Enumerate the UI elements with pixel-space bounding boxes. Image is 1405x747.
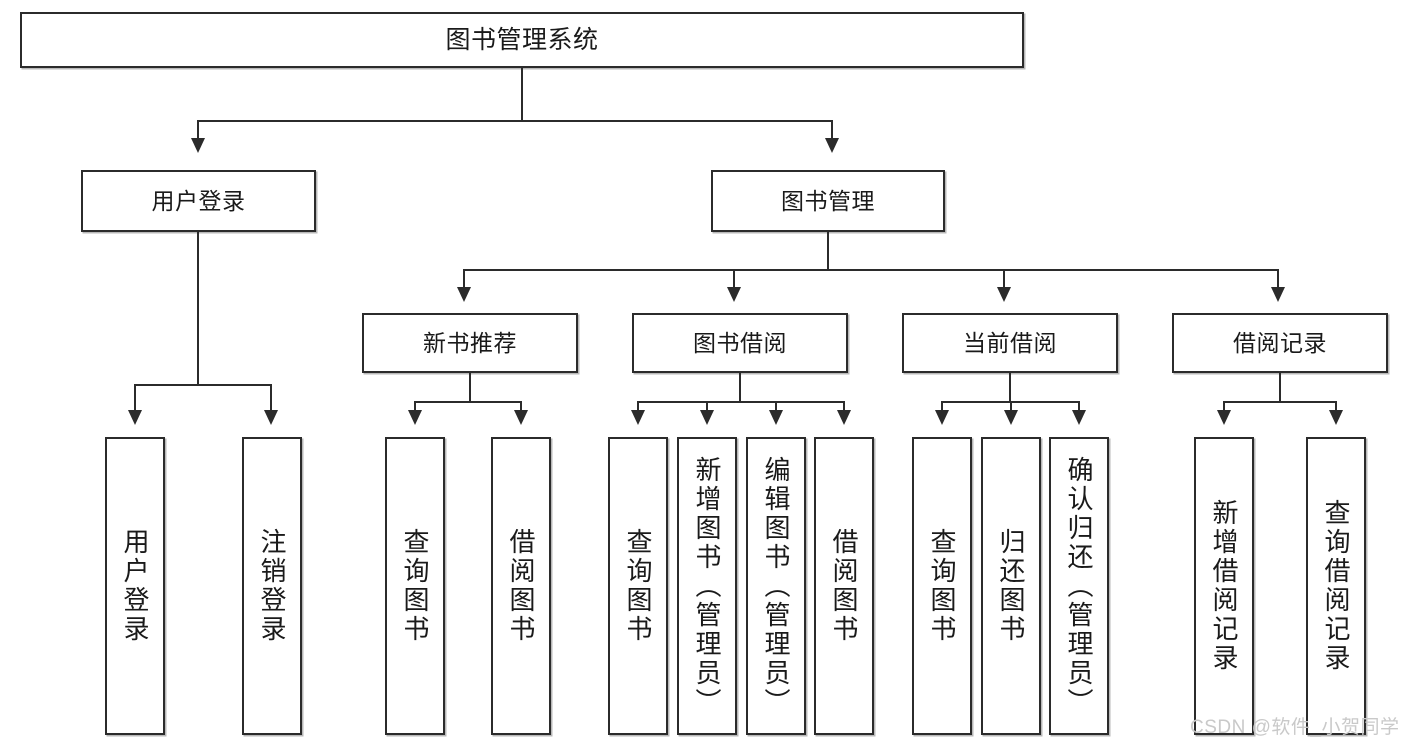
connector-record-to-leaf2 bbox=[1335, 401, 1337, 412]
leaf-borrow-book-recommend[interactable]: 借阅图书 bbox=[491, 437, 551, 735]
arrowhead-current-leaf2 bbox=[1004, 410, 1018, 425]
node-label: 新书推荐 bbox=[423, 329, 517, 356]
connector-record-to-leaf1 bbox=[1223, 401, 1225, 412]
connector-bookmgmt-to-n2 bbox=[733, 269, 735, 289]
node-label: 当前借阅 bbox=[963, 329, 1057, 356]
connector-record-bus bbox=[1223, 401, 1337, 403]
connector-login-bus bbox=[134, 384, 272, 386]
leaf-return-book[interactable]: 归还图书 bbox=[981, 437, 1041, 735]
leaf-add-borrow-record[interactable]: 新增借阅记录 bbox=[1194, 437, 1254, 735]
connector-borrow-stem bbox=[739, 373, 741, 402]
node-label: 新增借阅记录 bbox=[1209, 499, 1239, 673]
connector-borrow-to-leaf1 bbox=[637, 401, 639, 412]
node-root-system[interactable]: 图书管理系统 bbox=[20, 12, 1024, 68]
node-new-book-recommend[interactable]: 新书推荐 bbox=[362, 313, 578, 373]
node-label: 图书管理 bbox=[781, 187, 875, 214]
connector-current-to-leaf3 bbox=[1078, 401, 1080, 412]
arrowhead-login-leaf2 bbox=[264, 410, 278, 425]
connector-current-to-leaf1 bbox=[941, 401, 943, 412]
node-label: 查询图书 bbox=[927, 528, 957, 644]
arrowhead-n1 bbox=[457, 287, 471, 302]
leaf-user-login[interactable]: 用户登录 bbox=[105, 437, 165, 735]
arrowhead-borrow-leaf2 bbox=[700, 410, 714, 425]
leaf-confirm-return-admin[interactable]: 确认归还（管理员） bbox=[1049, 437, 1109, 735]
connector-root-to-bookmgmt bbox=[831, 120, 833, 140]
arrowhead-n2 bbox=[727, 287, 741, 302]
arrowhead-current-leaf3 bbox=[1072, 410, 1086, 425]
connector-recommend-bus bbox=[414, 401, 522, 403]
arrowhead-recommend-leaf1 bbox=[408, 410, 422, 425]
connector-current-stem bbox=[1009, 373, 1011, 402]
leaf-edit-book-admin[interactable]: 编辑图书（管理员） bbox=[746, 437, 806, 735]
connector-borrow-to-leaf3 bbox=[775, 401, 777, 412]
connector-root-stem bbox=[521, 68, 523, 121]
node-label: 借阅记录 bbox=[1233, 329, 1327, 356]
node-book-management[interactable]: 图书管理 bbox=[711, 170, 945, 232]
node-label: 图书管理系统 bbox=[445, 25, 599, 54]
leaf-query-borrow-record[interactable]: 查询借阅记录 bbox=[1306, 437, 1366, 735]
leaf-borrow-book[interactable]: 借阅图书 bbox=[814, 437, 874, 735]
arrowhead-n4 bbox=[1271, 287, 1285, 302]
node-label: 归还图书 bbox=[996, 528, 1026, 644]
arrowhead-recommend-leaf2 bbox=[514, 410, 528, 425]
connector-login-to-leaf1 bbox=[134, 384, 136, 412]
arrowhead-current-leaf1 bbox=[935, 410, 949, 425]
node-book-borrow[interactable]: 图书借阅 bbox=[632, 313, 848, 373]
arrowhead-to-bookmgmt bbox=[825, 138, 839, 153]
arrowhead-login-leaf1 bbox=[128, 410, 142, 425]
connector-borrow-bus bbox=[637, 401, 845, 403]
node-label: 图书借阅 bbox=[693, 329, 787, 356]
node-label: 确认归还（管理员） bbox=[1064, 455, 1094, 717]
node-label: 用户登录 bbox=[120, 528, 150, 644]
connector-login-to-leaf2 bbox=[270, 384, 272, 412]
connector-recommend-stem bbox=[469, 373, 471, 402]
arrowhead-n3 bbox=[997, 287, 1011, 302]
node-label: 查询图书 bbox=[400, 528, 430, 644]
connector-login-stem bbox=[197, 232, 199, 385]
node-label: 新增图书（管理员） bbox=[692, 455, 722, 717]
arrowhead-borrow-leaf3 bbox=[769, 410, 783, 425]
node-user-login[interactable]: 用户登录 bbox=[81, 170, 316, 232]
leaf-query-book-borrow[interactable]: 查询图书 bbox=[608, 437, 668, 735]
connector-borrow-to-leaf4 bbox=[843, 401, 845, 412]
connector-bookmgmt-stem bbox=[827, 232, 829, 270]
node-label: 借阅图书 bbox=[506, 528, 536, 644]
connector-recommend-to-leaf2 bbox=[520, 401, 522, 412]
connector-current-to-leaf2 bbox=[1010, 401, 1012, 412]
node-label: 查询图书 bbox=[623, 528, 653, 644]
arrowhead-to-login bbox=[191, 138, 205, 153]
node-label: 借阅图书 bbox=[829, 528, 859, 644]
arrowhead-record-leaf1 bbox=[1217, 410, 1231, 425]
connector-root-bus bbox=[197, 120, 833, 122]
connector-bookmgmt-to-n1 bbox=[463, 269, 465, 289]
node-label: 编辑图书（管理员） bbox=[761, 455, 791, 717]
node-borrow-record[interactable]: 借阅记录 bbox=[1172, 313, 1388, 373]
node-label: 查询借阅记录 bbox=[1321, 499, 1351, 673]
connector-bookmgmt-bus bbox=[463, 269, 1279, 271]
csdn-watermark: CSDN @软件_小贺同学 bbox=[1190, 717, 1400, 738]
node-label: 用户登录 bbox=[151, 187, 246, 214]
arrowhead-record-leaf2 bbox=[1329, 410, 1343, 425]
connector-record-stem bbox=[1279, 373, 1281, 402]
connector-bookmgmt-to-n3 bbox=[1003, 269, 1005, 289]
leaf-logout[interactable]: 注销登录 bbox=[242, 437, 302, 735]
connector-borrow-to-leaf2 bbox=[706, 401, 708, 412]
connector-root-to-login bbox=[197, 120, 199, 140]
leaf-query-book-current[interactable]: 查询图书 bbox=[912, 437, 972, 735]
leaf-query-book-recommend[interactable]: 查询图书 bbox=[385, 437, 445, 735]
connector-bookmgmt-to-n4 bbox=[1277, 269, 1279, 289]
node-label: 注销登录 bbox=[257, 528, 287, 644]
node-current-borrow[interactable]: 当前借阅 bbox=[902, 313, 1118, 373]
arrowhead-borrow-leaf1 bbox=[631, 410, 645, 425]
connector-recommend-to-leaf1 bbox=[414, 401, 416, 412]
leaf-add-book-admin[interactable]: 新增图书（管理员） bbox=[677, 437, 737, 735]
arrowhead-borrow-leaf4 bbox=[837, 410, 851, 425]
